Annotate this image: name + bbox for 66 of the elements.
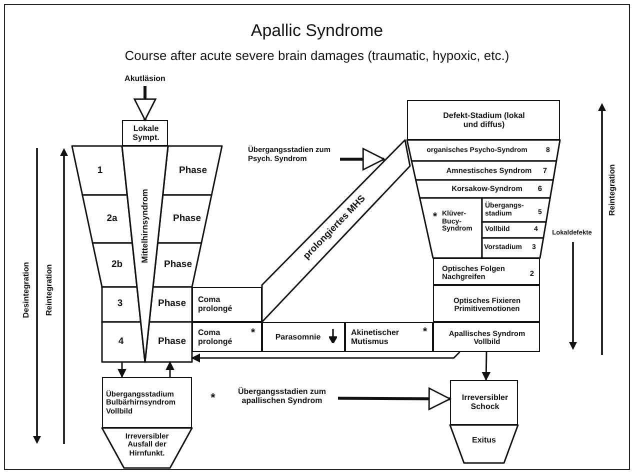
- phase-label: Phase: [178, 166, 208, 176]
- phase-label: Phase: [172, 214, 202, 224]
- stage-box: [102, 377, 192, 428]
- axis-label: Reintegration: [608, 164, 618, 216]
- stage-box: [450, 380, 518, 425]
- stage-row: [407, 140, 560, 161]
- stage-box: [345, 322, 433, 352]
- stage-box: [433, 285, 540, 322]
- footnote-mark: *: [250, 326, 256, 340]
- axis-label: Desintegration: [22, 262, 32, 318]
- footnote-mark: *: [432, 210, 438, 224]
- box-label: Exitus: [470, 436, 497, 446]
- phase-number: 4: [117, 336, 125, 348]
- symptom-box: [122, 120, 168, 146]
- diagram-title: Apallic Syndrome: [250, 21, 384, 41]
- funnel-tip: [102, 428, 192, 468]
- funnel-cell: [92, 243, 137, 287]
- box-label: Akinetischer Mutismus: [351, 329, 400, 347]
- box-label: Coma prolongé: [198, 329, 234, 347]
- funnel-cell: [72, 146, 128, 195]
- arrow: [191, 351, 460, 362]
- arrow: [118, 362, 126, 378]
- funnel-cell: [82, 195, 133, 243]
- legend-note: Übergangsstadien zum apallischen Syndrom: [236, 388, 327, 406]
- footnote-mark: *: [210, 391, 216, 405]
- subtitle: Course after acute severe brain damages (traumatic, hypoxic, etc.): [124, 48, 510, 64]
- stage-row: [411, 161, 557, 180]
- footnote-mark: *: [422, 326, 428, 338]
- stage-box: [433, 322, 540, 352]
- block-arrow: [340, 148, 385, 170]
- arrow: [482, 352, 491, 381]
- funnel-tip: [450, 425, 518, 463]
- phase-label: Phase: [157, 298, 187, 310]
- block-arrow: [134, 86, 156, 121]
- box-label: Defekt-Stadium (lokal und diffus): [442, 112, 526, 130]
- stage-box: [407, 100, 560, 140]
- phase-number: 3: [116, 298, 124, 310]
- phase-label: Phase: [157, 336, 187, 348]
- arrow: [166, 361, 174, 377]
- stage-row: [482, 222, 546, 238]
- funnel-cell: [145, 322, 192, 362]
- stage-box: [192, 287, 262, 322]
- funnel-cell: [149, 287, 192, 322]
- box-label: Coma prolongé: [198, 296, 234, 314]
- block-arrow: [338, 388, 451, 410]
- funnel-cell: [153, 243, 202, 287]
- funnel-cell: [102, 322, 145, 362]
- funnel-cell: [102, 287, 141, 322]
- phase-number: 2a: [106, 214, 118, 224]
- box-label: Lokale Sympt.: [132, 125, 160, 143]
- funnel-cell: [157, 195, 212, 243]
- phase-number: 1: [96, 166, 104, 176]
- stage-box: [262, 322, 345, 352]
- stage-box: [433, 258, 540, 285]
- stage-row: [415, 180, 554, 198]
- box-label: Parasomnie: [274, 334, 322, 342]
- phase-number: 2b: [110, 260, 124, 270]
- annotation-text: Akutläsion: [118, 74, 172, 84]
- band-label: Mittelhirnsyndrom: [140, 188, 150, 266]
- stage-box: [192, 322, 262, 352]
- box-label: Irreversibler Schock: [460, 394, 510, 412]
- stage-row: [482, 238, 544, 258]
- phase-label: Phase: [163, 260, 193, 270]
- stage-block: [419, 198, 482, 258]
- axis-label: Reintegration: [46, 264, 54, 316]
- funnel-cell: [162, 146, 222, 195]
